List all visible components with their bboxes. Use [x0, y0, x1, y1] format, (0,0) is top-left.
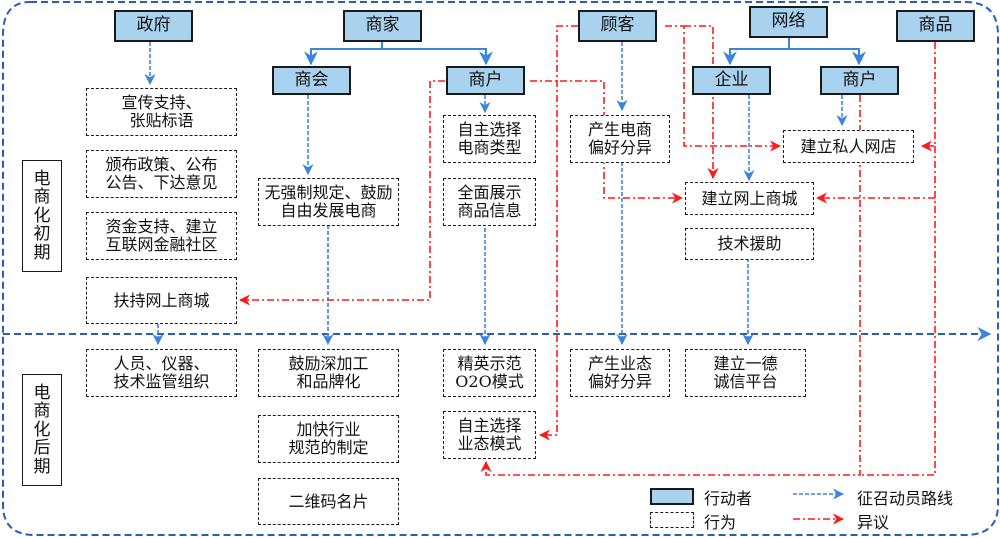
action-merchant-choose-type[interactable]: 自主选择 电商类型 [443, 115, 536, 163]
objection-merchant-onlinemall [530, 80, 684, 204]
action-gov-promo[interactable]: 宣传支持、 张贴标语 [86, 88, 237, 136]
action-tech-aid[interactable]: 技术援助 [685, 228, 814, 260]
actor-network[interactable]: 网络 [749, 6, 828, 38]
legend-mobilization-label: 征召动员路线 [857, 489, 954, 508]
legend-actor-swatch [650, 488, 694, 505]
phase-early-label: 电 商 化 初 期 [22, 160, 62, 272]
phase-late-label: 电 商 化 后 期 [22, 374, 62, 486]
objection-merchant-govmall [238, 80, 445, 306]
action-chamber-free[interactable]: 无强制规定、鼓励 自由发展电商 [258, 178, 399, 226]
action-chamber-brand[interactable]: 鼓励深加工 和品牌化 [258, 349, 399, 397]
action-customer-format-pref[interactable]: 产生业态 偏好分异 [570, 349, 670, 397]
network-branch-right [789, 48, 866, 66]
hierarchy-lines [304, 38, 866, 66]
action-merchant-show[interactable]: 全面展示 商品信息 [443, 178, 536, 226]
network-branch [723, 38, 790, 66]
legend-objection-label: 异议 [857, 513, 890, 532]
objection-routes [238, 25, 936, 476]
merchants-branch [304, 42, 383, 66]
legend-actor-label: 行动者 [704, 489, 753, 508]
action-chamber-qr[interactable]: 二维码名片 [258, 478, 399, 525]
actor-government[interactable]: 政府 [114, 10, 193, 42]
action-private-shop[interactable]: 建立私人网店 [783, 130, 914, 163]
legend-action-swatch [650, 512, 694, 528]
action-chamber-norms[interactable]: 加快行业 规范的制定 [258, 415, 399, 463]
mobilization-routes [144, 42, 848, 346]
action-gov-fund[interactable]: 资金支持、建立 互联网金融社区 [86, 212, 237, 260]
actor-enterprise[interactable]: 企业 [692, 66, 771, 95]
actor-goods[interactable]: 商品 [896, 10, 975, 42]
objection-customer-enterprise [684, 25, 719, 180]
action-customer-pref[interactable]: 产生电商 偏好分异 [570, 115, 670, 163]
objection-goods-down [860, 146, 936, 476]
actor-customers[interactable]: 顾客 [578, 10, 657, 42]
action-merchant-choose-mode[interactable]: 自主选择 业态模式 [443, 411, 536, 459]
merchants-branch-right [382, 48, 493, 66]
actor-network-merchant[interactable]: 商户 [820, 66, 899, 95]
action-online-mall[interactable]: 建立网上商城 [685, 182, 814, 215]
objection-customer-choosemode [538, 25, 578, 441]
actor-merchants[interactable]: 商家 [343, 10, 422, 42]
actor-chamber[interactable]: 商会 [272, 66, 351, 95]
objection-customer-privateshop [665, 25, 782, 152]
action-merchant-o2o[interactable]: 精英示范 O2O模式 [443, 349, 536, 397]
action-gov-policy[interactable]: 颁布政策、公布 公告、下达意见 [86, 150, 237, 198]
action-integrity-platform[interactable]: 建立一德 诚信平台 [685, 349, 806, 397]
objection-netmerchant [480, 95, 861, 476]
legend-action-label: 行为 [704, 513, 737, 532]
actor-merchant-household[interactable]: 商户 [446, 66, 525, 95]
objection-goods-privateshop [920, 42, 936, 152]
action-gov-mall[interactable]: 扶持网上商城 [86, 277, 237, 324]
action-gov-staff[interactable]: 人员、仪器、 技术监管组织 [86, 349, 237, 397]
